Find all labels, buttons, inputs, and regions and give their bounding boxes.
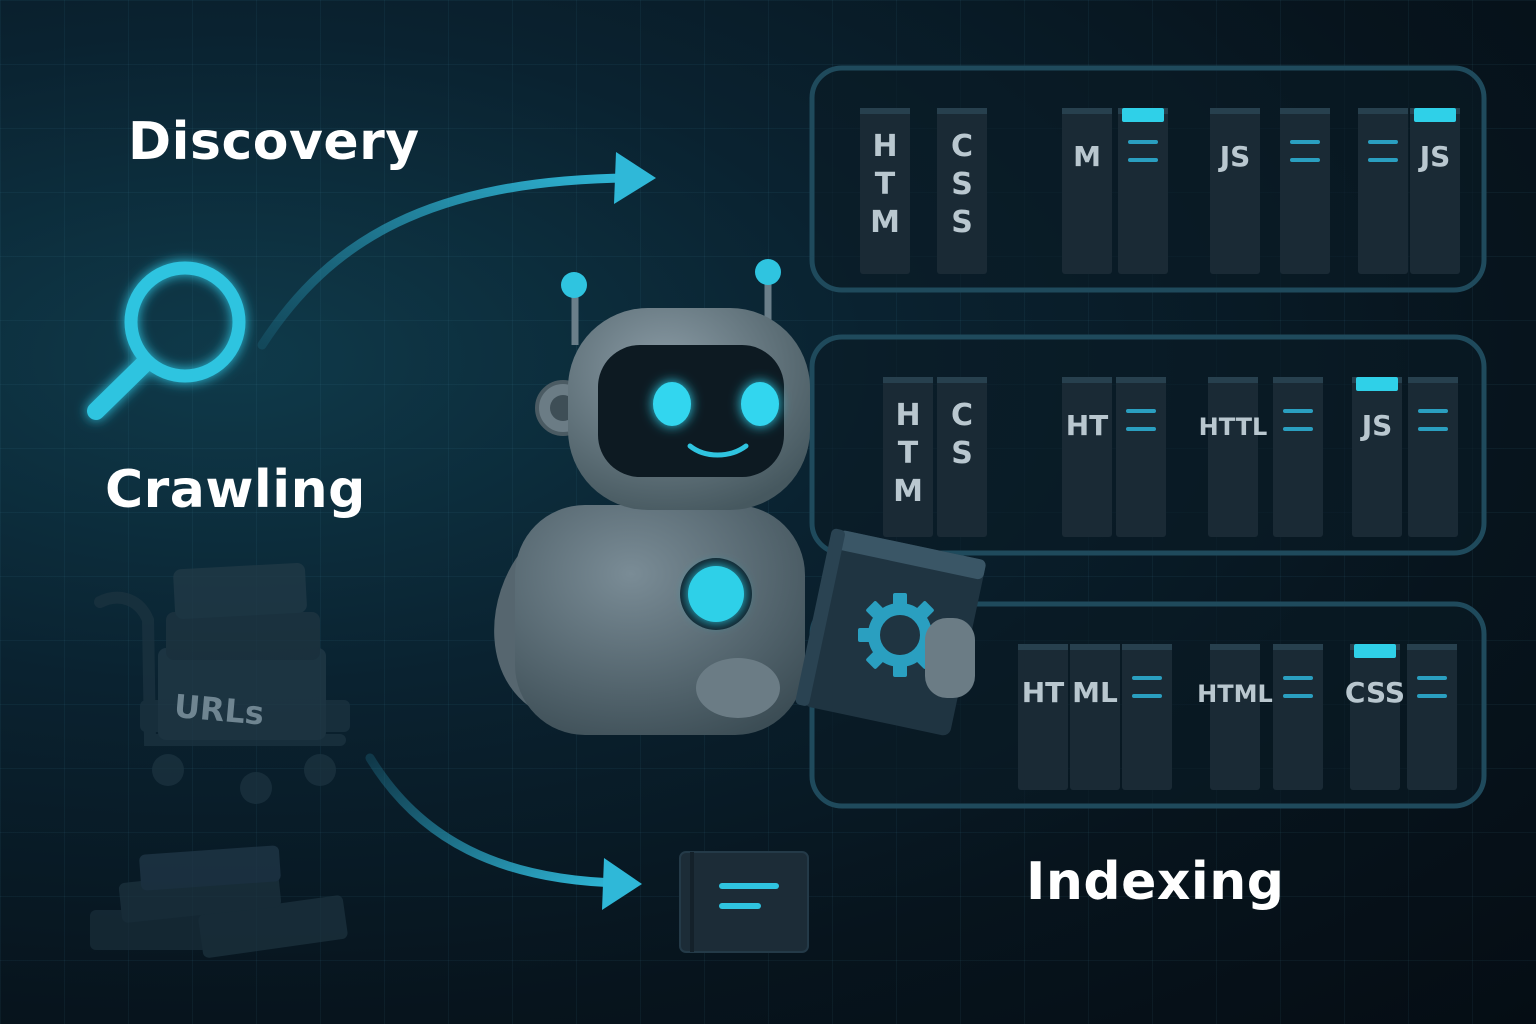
book-label-char: T bbox=[875, 167, 896, 202]
document-icon bbox=[679, 851, 809, 953]
book-spine: ML bbox=[1070, 644, 1120, 790]
stage-label-crawling: Crawling bbox=[105, 460, 366, 520]
antenna-light-left bbox=[561, 272, 587, 298]
book-spine: HTM bbox=[883, 377, 933, 537]
book-label: HT bbox=[1066, 409, 1109, 442]
book-label-char: H bbox=[895, 398, 920, 433]
book-label-char: S bbox=[951, 436, 973, 471]
book-label-char: M bbox=[870, 205, 900, 240]
book-spine: HT bbox=[1018, 644, 1068, 790]
book-label: HT bbox=[1022, 676, 1065, 709]
crawling-arrow bbox=[365, 753, 642, 910]
book-spine: HTTL bbox=[1199, 377, 1268, 537]
book-label-char: M bbox=[893, 474, 923, 509]
search-icon bbox=[87, 261, 246, 420]
book-spine: HTML bbox=[1197, 644, 1273, 790]
book-spine bbox=[1280, 108, 1330, 274]
book-spine bbox=[1122, 644, 1172, 790]
book-spine: JS bbox=[1410, 108, 1460, 274]
book-spine: JS bbox=[1210, 108, 1260, 274]
book-spine: HTM bbox=[860, 108, 910, 274]
book-pile-icon bbox=[90, 845, 348, 958]
book-label-char: C bbox=[951, 129, 973, 164]
book-spine: HT bbox=[1062, 377, 1112, 537]
stage-label-indexing: Indexing bbox=[1026, 852, 1285, 912]
book-label-char: S bbox=[951, 205, 973, 240]
chest-light bbox=[688, 566, 744, 622]
stage-label-discovery: Discovery bbox=[128, 112, 420, 172]
book-spine bbox=[1358, 108, 1408, 274]
antenna-light-right bbox=[755, 259, 781, 285]
robot-icon bbox=[494, 259, 986, 736]
book-label: HTML bbox=[1197, 680, 1273, 708]
book-spine bbox=[1408, 377, 1458, 537]
cart-url-label: URLs bbox=[173, 687, 266, 733]
book-label-char: S bbox=[951, 167, 973, 202]
book-spine bbox=[1407, 644, 1457, 790]
book-label: CSS bbox=[1345, 676, 1405, 709]
book-spine: CS bbox=[937, 377, 987, 537]
book-label: M bbox=[1073, 140, 1101, 173]
book-spine bbox=[1273, 377, 1323, 537]
book-spine: CSS bbox=[937, 108, 987, 274]
url-cart-icon bbox=[94, 562, 350, 804]
book-label: JS bbox=[1218, 140, 1251, 173]
book-spine: M bbox=[1062, 108, 1112, 274]
robot-face-screen bbox=[598, 345, 784, 477]
discovery-arrow bbox=[257, 152, 656, 350]
book-label-char: T bbox=[898, 436, 919, 471]
book-label: JS bbox=[1360, 409, 1393, 442]
book-label: JS bbox=[1418, 140, 1451, 173]
book-label-char: C bbox=[951, 398, 973, 433]
book-label-char: H bbox=[872, 129, 897, 164]
book-spine: JS bbox=[1352, 377, 1402, 537]
book-spine: CSS bbox=[1345, 644, 1405, 790]
book-spine bbox=[1116, 377, 1166, 537]
book-spine bbox=[1118, 108, 1168, 274]
book-label: ML bbox=[1072, 676, 1118, 709]
book-spine bbox=[1273, 644, 1323, 790]
book-label: HTTL bbox=[1199, 413, 1268, 441]
